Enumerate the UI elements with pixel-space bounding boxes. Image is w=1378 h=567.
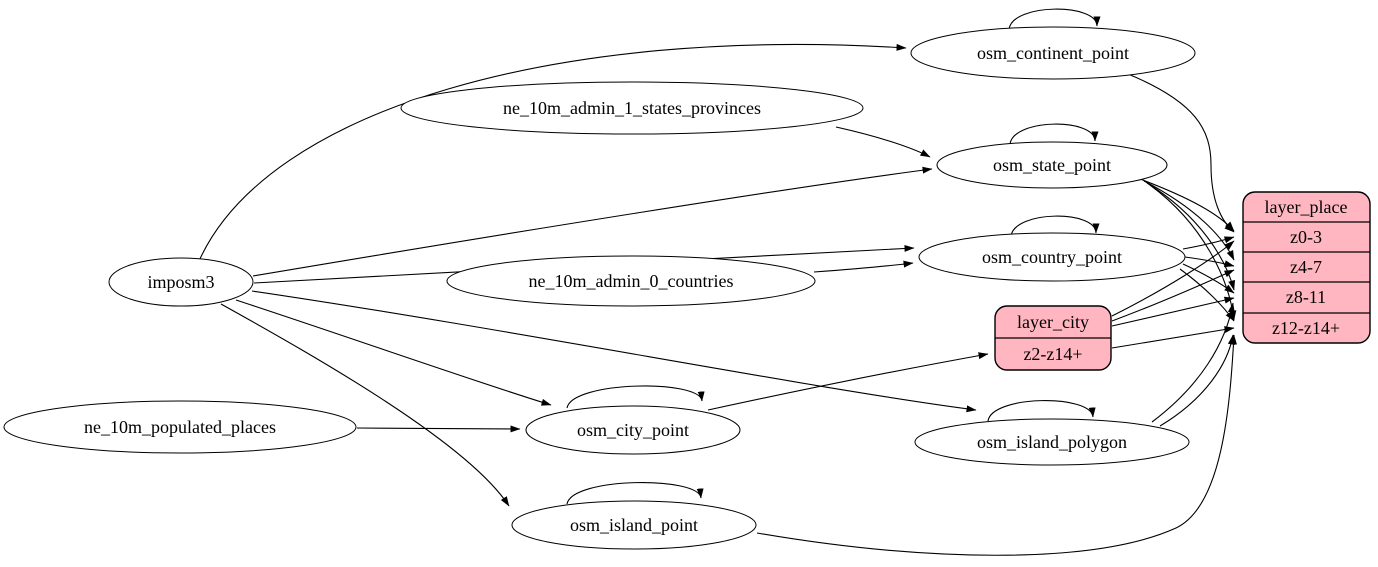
self-loop-osm_continent_point [1008, 8, 1101, 30]
edge-imposm3-to-osm_island_polygon [251, 290, 977, 413]
edge-osm_state_point-to-layer_place-z8-11 [1146, 182, 1236, 291]
edge-osm_continent_point-to-layer_place-z0-3 [1127, 73, 1235, 233]
node-osm_continent_point: osm_continent_point [910, 26, 1196, 80]
edge-imposm3-to-osm_island_point [220, 303, 510, 507]
edge-layer_city-to-layer_place-z4-7 [1111, 269, 1235, 322]
self-loop-osm_island_point [566, 482, 704, 505]
edge-osm_country_point-to-layer_place-z12-z14 [1179, 268, 1235, 322]
node-osm_country_point-label: osm_country_point [982, 247, 1122, 267]
node-ne_10m_admin_1_states_provinces-label: ne_10m_admin_1_states_provinces [503, 98, 761, 118]
node-layer_place-row-z0-3: z0-3 [1290, 227, 1322, 247]
edge-imposm3-to-osm_continent_point [198, 43, 907, 262]
node-osm_state_point-label: osm_state_point [993, 155, 1111, 175]
node-osm_city_point-label: osm_city_point [577, 420, 689, 440]
node-layer_place-row-z8-11: z8-11 [1286, 287, 1326, 307]
node-ne_10m_populated_places: ne_10m_populated_places [3, 400, 357, 454]
edge-osm_island_point-to-layer_place-z12-z14 [756, 334, 1237, 556]
node-layer_place-title: layer_place [1265, 197, 1348, 217]
node-osm_island_point-label: osm_island_point [570, 515, 698, 535]
node-ne_10m_populated_places-label: ne_10m_populated_places [84, 417, 276, 437]
node-layer_city-row-z2-z14: z2-z14+ [1023, 344, 1082, 364]
edge-ne_10m_admin_1_states_provinces-to-osm_state_point [835, 126, 931, 158]
edge-osm_state_point-to-layer_place-z0-3 [1139, 178, 1235, 232]
edge-osm_island_polygon-to-layer_place-z12-z14 [1159, 334, 1235, 427]
node-layer_city-title: layer_city [1017, 312, 1089, 332]
self-loop-osm_state_point [1009, 123, 1099, 145]
node-ne_10m_admin_0_countries: ne_10m_admin_0_countries [446, 255, 816, 307]
edge-layer_city-to-layer_place-z8-11 [1111, 296, 1235, 327]
node-osm_city_point: osm_city_point [525, 405, 741, 455]
self-loop-osm_country_point [1010, 215, 1100, 237]
node-osm_state_point: osm_state_point [936, 141, 1168, 189]
edge-osm_island_polygon-to-layer_place-z8-11 [1151, 302, 1235, 423]
node-ne_10m_admin_1_states_provinces: ne_10m_admin_1_states_provinces [400, 81, 864, 135]
edge-imposm3-to-osm_state_point [252, 166, 933, 277]
node-layer_place: layer_place z0-3 z4-7 z8-11 z12-z14+ [1242, 191, 1371, 344]
node-osm_island_point: osm_island_point [511, 500, 757, 550]
edge-osm_state_point-to-layer_place-z4-7 [1143, 180, 1235, 261]
node-layer_place-row-z4-7: z4-7 [1290, 257, 1322, 277]
edge-ne_10m_populated_places-to-osm_city_point [356, 425, 521, 433]
self-loop-osm_city_point [566, 385, 705, 409]
edge-ne_10m_admin_0_countries-to-osm_country_point [813, 260, 914, 273]
node-ne_10m_admin_0_countries-label: ne_10m_admin_0_countries [529, 271, 734, 291]
edge-imposm3-to-osm_city_point [235, 299, 552, 406]
edge-layer_city-to-layer_place-z0-3 [1111, 240, 1235, 317]
edge-osm_city_point-to-layer_city-z2-z14 [707, 352, 989, 411]
node-layer_place-row-z12-z14: z12-z14+ [1272, 318, 1340, 338]
node-imposm3-label: imposm3 [147, 272, 214, 292]
edge-osm_country_point-to-layer_place-z4-7 [1184, 256, 1235, 268]
self-loop-osm_island_polygon [987, 400, 1096, 422]
node-layer_city: layer_city z2-z14+ [994, 305, 1112, 371]
edge-osm_country_point-to-layer_place-z0-3 [1182, 236, 1235, 250]
edge-layer_city-to-layer_place-z12-z14 [1111, 326, 1235, 349]
node-osm_country_point: osm_country_point [918, 232, 1186, 282]
node-osm_island_polygon: osm_island_polygon [914, 418, 1190, 466]
node-osm_continent_point-label: osm_continent_point [977, 43, 1129, 63]
node-imposm3: imposm3 [108, 257, 254, 307]
node-osm_island_polygon-label: osm_island_polygon [977, 432, 1127, 452]
